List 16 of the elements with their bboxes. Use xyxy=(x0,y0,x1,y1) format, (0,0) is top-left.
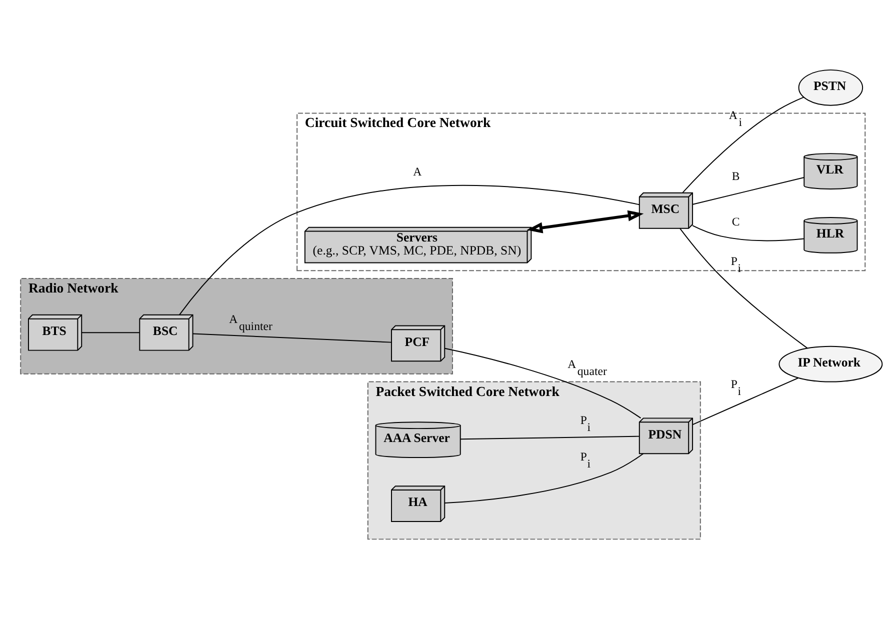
connector xyxy=(692,176,805,205)
edge-label: C xyxy=(732,214,740,228)
connector xyxy=(444,453,644,504)
connector xyxy=(81,332,140,334)
node-ellipse: PSTN xyxy=(798,69,864,106)
connector xyxy=(692,378,799,425)
node-ellipse: IP Network xyxy=(778,346,883,382)
connector xyxy=(444,348,642,419)
edge-label: A xyxy=(413,164,422,178)
connector xyxy=(178,184,640,316)
edge-label: B xyxy=(732,169,740,184)
connector xyxy=(692,225,804,242)
connector xyxy=(682,96,804,194)
connector xyxy=(460,436,640,440)
connector xyxy=(192,333,392,343)
connector xyxy=(680,228,808,349)
